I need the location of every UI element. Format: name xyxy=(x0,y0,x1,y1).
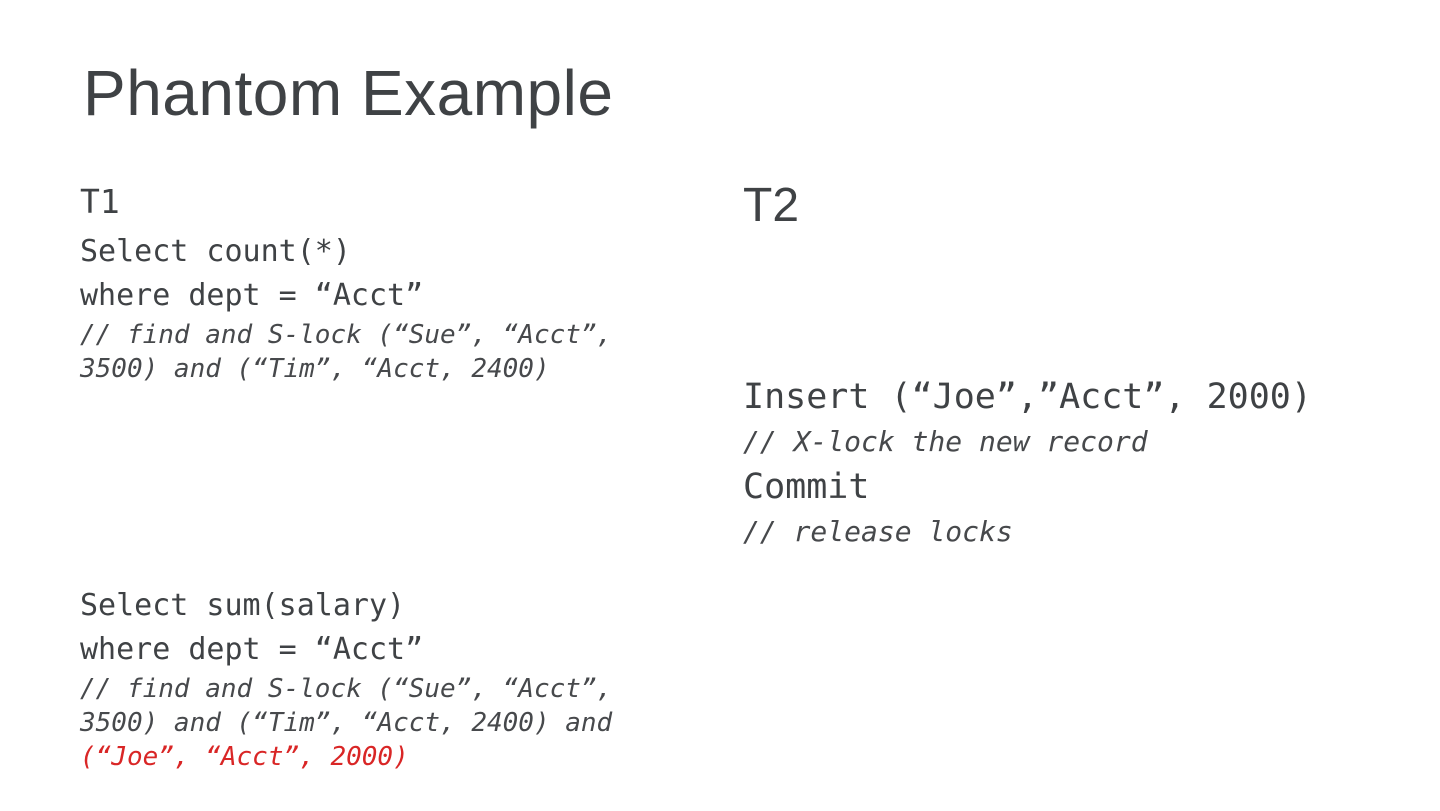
transaction-t2-column: T2 Insert (“Joe”,”Acct”, 2000) // X-lock… xyxy=(743,178,1403,554)
t2-release-locks-comment: // release locks xyxy=(743,515,1013,548)
t1-query2-comment-line-1: // find and S-lock (“Sue”, “Acct”, xyxy=(80,674,613,704)
t2-commit-statement: Commit xyxy=(743,467,870,507)
t1-query1-code-line-2: where dept = “Acct” xyxy=(80,278,424,313)
t2-label: T2 xyxy=(743,179,800,232)
transaction-t1-column: T1 Select count(*) where dept = “Acct” /… xyxy=(80,180,720,774)
t1-query2-comment-line-2: 3500) and (“Tim”, “Acct, 2400) and xyxy=(80,708,613,738)
t1-query1-code-line-1: Select count(*) xyxy=(80,234,351,269)
t2-insert-statement: Insert (“Joe”,”Acct”, 2000) xyxy=(743,377,1312,417)
t1-label: T1 xyxy=(80,182,120,221)
t1-query1-comment-line-2: 3500) and (“Tim”, “Acct, 2400) xyxy=(80,354,550,384)
t2-time-gap-spacer xyxy=(743,234,1403,374)
t1-query2-comment-highlight-phantom-record: (“Joe”, “Acct”, 2000) xyxy=(80,742,409,772)
slide-title: Phantom Example xyxy=(83,57,614,129)
t1-query2-code-line-2: where dept = “Acct” xyxy=(80,632,424,667)
t1-time-gap-spacer xyxy=(80,386,720,584)
t2-xlock-comment: // X-lock the new record xyxy=(743,425,1148,458)
t1-query1-comment-line-1: // find and S-lock (“Sue”, “Acct”, xyxy=(80,320,613,350)
t1-query2-code-line-1: Select sum(salary) xyxy=(80,588,406,623)
